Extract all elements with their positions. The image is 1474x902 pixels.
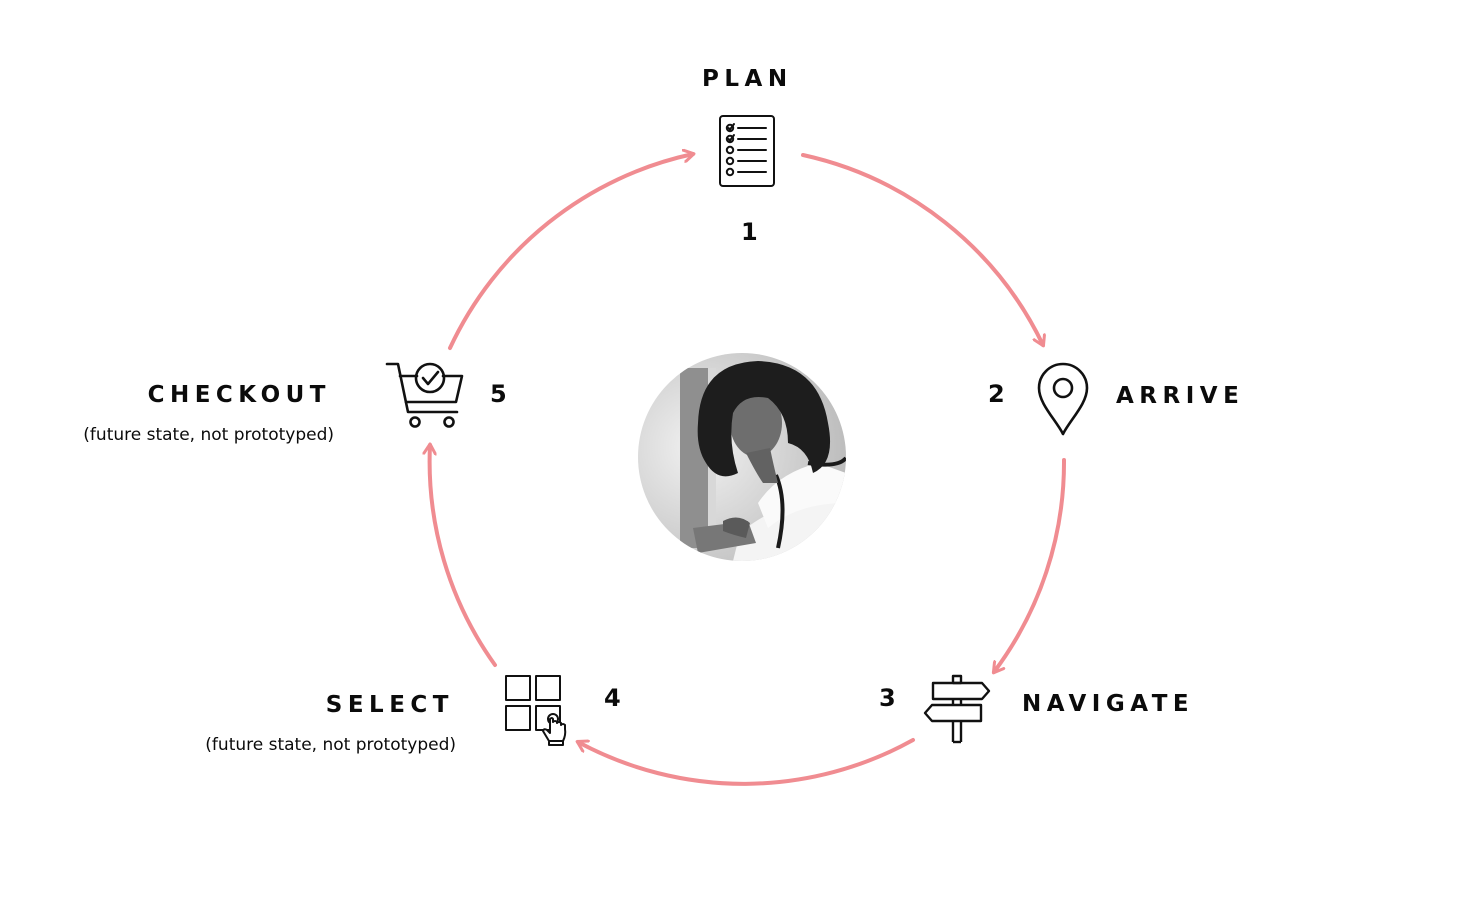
stage-title-plan: PLAN: [702, 66, 793, 92]
stage-note-select: (future state, not prototyped): [205, 735, 456, 755]
stage-number-arrive: 2: [988, 380, 1005, 408]
stage-title-navigate: NAVIGATE: [1022, 691, 1195, 717]
grid-tap-icon: [505, 675, 569, 747]
stage-number-navigate: 3: [879, 684, 896, 712]
stage-number-checkout: 5: [490, 380, 507, 408]
stage-number-select: 4: [604, 684, 621, 712]
arrow-navigate-to-select: [578, 738, 915, 786]
cart-check-icon: [385, 358, 467, 430]
map-pin-icon: [1036, 362, 1090, 436]
checklist-icon: [718, 114, 776, 188]
arrow-checkout-to-plan: [448, 154, 693, 350]
stage-title-select: SELECT: [325, 692, 454, 718]
stage-title-arrive: ARRIVE: [1116, 383, 1245, 409]
center-photo: [638, 353, 846, 561]
arrow-plan-to-arrive: [801, 153, 1043, 345]
stage-number-plan: 1: [741, 218, 758, 246]
stage-note-checkout: (future state, not prototyped): [83, 425, 334, 445]
arrow-arrive-to-navigate: [994, 458, 1067, 672]
stage-title-checkout: CHECKOUT: [147, 382, 331, 408]
signpost-icon: [922, 674, 992, 744]
arrow-select-to-checkout: [430, 445, 497, 667]
